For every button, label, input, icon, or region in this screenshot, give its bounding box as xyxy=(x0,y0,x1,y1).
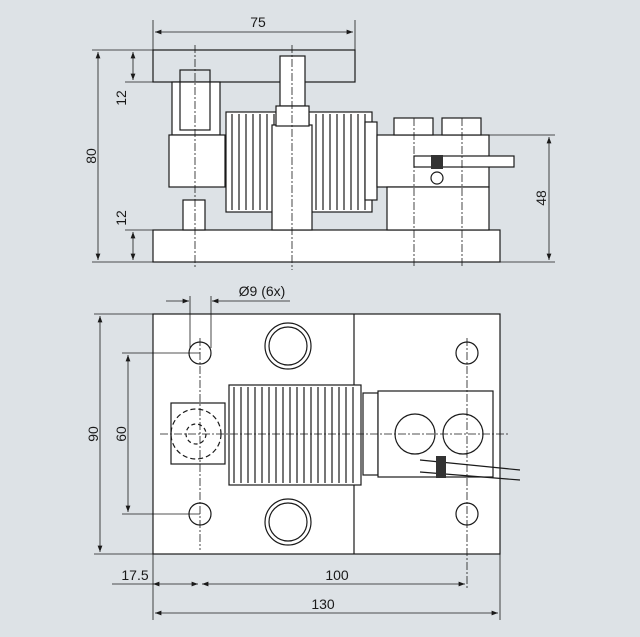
top-plate xyxy=(152,49,356,83)
bellows-ribs-top xyxy=(233,387,354,483)
flange xyxy=(364,121,378,201)
dim-12-top: 12 xyxy=(113,90,129,106)
dim-130: 130 xyxy=(311,596,335,612)
dim-17-5: 17.5 xyxy=(121,567,148,583)
dim-12-base: 12 xyxy=(113,210,129,226)
loadcell-left-block xyxy=(168,134,226,188)
dim-100: 100 xyxy=(325,567,349,583)
bolt-circle xyxy=(264,322,312,370)
foot-nut xyxy=(182,199,206,231)
dim-75: 75 xyxy=(250,14,266,30)
cable-box-support xyxy=(386,186,490,231)
dim-90: 90 xyxy=(85,426,101,442)
cable-clamp-top xyxy=(436,456,446,478)
dim-48: 48 xyxy=(533,190,549,206)
cable xyxy=(413,155,515,168)
bearing-block-top xyxy=(170,402,226,465)
side-view: 75 80 12 12 48 xyxy=(83,14,555,270)
cable-clamp xyxy=(431,155,443,169)
screw-icon xyxy=(430,171,444,185)
pin-nut xyxy=(275,105,310,127)
bolt-circle xyxy=(264,498,312,546)
dim-hole-diameter: Ø9 (6x) xyxy=(239,283,286,299)
base-plate xyxy=(152,229,501,263)
cable-gland-2 xyxy=(441,117,482,136)
dim-60: 60 xyxy=(113,426,129,442)
mounting-pin xyxy=(279,55,306,107)
bellows-top xyxy=(228,384,362,486)
gland-top xyxy=(442,413,484,455)
bearing-housing xyxy=(171,81,221,136)
dim-80: 80 xyxy=(83,148,99,164)
top-view: Ø9 (6x) 90 60 17.5 100 130 xyxy=(85,283,521,620)
cable-gland-1 xyxy=(393,117,434,136)
